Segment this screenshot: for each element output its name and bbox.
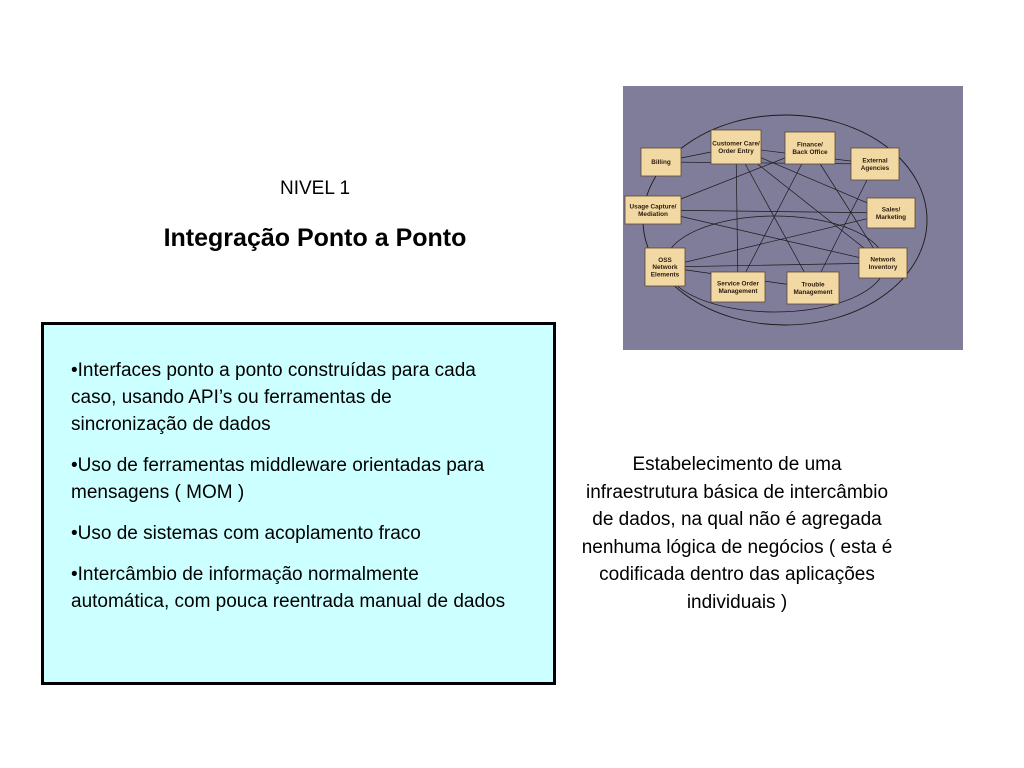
diagram-nodes: Billing Customer Care/Order Entry Finance/… [624,129,916,305]
diagram-node-usage-capture: Usage Capture/Mediation [624,195,682,225]
diagram-node-box [858,247,908,279]
diagram-node-box [850,147,900,181]
diagram-node-box [784,131,836,165]
level-label: NIVEL 1 [279,178,351,199]
diagram-node-box [644,247,686,287]
diagram-node-label: Customer Care/ [712,141,760,148]
diagram-node-label: Back Office [792,149,828,156]
integration-diagram: Billing Customer Care/Order Entry Finance/… [623,86,963,350]
diagram-node-label: Inventory [869,264,898,271]
connection-line [735,146,739,288]
bullet-box: •Interfaces ponto a ponto construídas pa… [41,322,556,685]
bullet-item: •Uso de ferramentas middleware orientada… [71,455,485,503]
diagram-node-box [866,197,916,229]
bullet-item: •Interfaces ponto a ponto construídas pa… [71,360,476,435]
diagram-node-finance: Finance/Back Office [784,131,836,165]
diagram-node-label: Usage Capture/ [630,204,677,211]
diagram-node-label: Management [793,289,833,296]
diagram-node-box [710,271,766,303]
diagram-node-label: Finance/ [797,142,823,149]
diagram-node-label: Mediation [638,211,668,218]
connection-line [737,147,811,288]
diagram-node-label: Network [652,264,678,271]
diagram-node-label: Marketing [876,214,906,221]
connection-line [652,209,884,264]
diagram-node-customer-care: Customer Care/Order Entry [710,129,762,165]
bullet-item: •Intercâmbio de informação normalmente a… [71,564,506,612]
bullet-list: •Interfaces ponto a ponto construídas pa… [71,357,511,629]
diagram-node-billing: Billing [640,147,682,177]
diagram-node-label: Network [870,257,896,264]
diagram-connections [642,114,928,326]
connection-line [809,147,884,264]
diagram-node-label: Order Entry [718,148,754,155]
connection-line [735,146,884,264]
connection-ring [664,215,886,313]
diagram-node-label: Management [718,288,758,295]
connection-line [812,163,876,289]
slide-title: Integração Ponto a Ponto [163,224,467,252]
diagram-node-box [640,147,682,177]
connection-line [660,161,876,165]
diagram-node-sales-marketing: Sales/Marketing [866,197,916,229]
diagram-node-label: External [862,158,887,165]
description-text: Estabelecimento de uma infraestrutura bá… [581,454,893,613]
diagram-node-label: Elements [651,271,680,278]
bullet-item: •Uso de sistemas com acoplamento fraco [71,523,421,544]
diagram-node-label: Sales/ [882,207,901,214]
diagram-node-box [624,195,682,225]
diagram-node-label: Trouble [801,282,825,289]
connection-line [664,212,892,268]
diagram-node-label: OSS [658,257,672,264]
diagram-node-label: Agencies [861,165,890,172]
diagram-node-label: Billing [651,159,671,166]
diagram-node-label: Service Order [717,281,759,288]
diagram-node-box [786,271,840,305]
connection-line [735,146,892,214]
connection-line [664,262,884,268]
integration-diagram-svg: Billing Customer Care/Order Entry Finance/… [624,114,928,326]
diagram-node-box [710,129,762,165]
